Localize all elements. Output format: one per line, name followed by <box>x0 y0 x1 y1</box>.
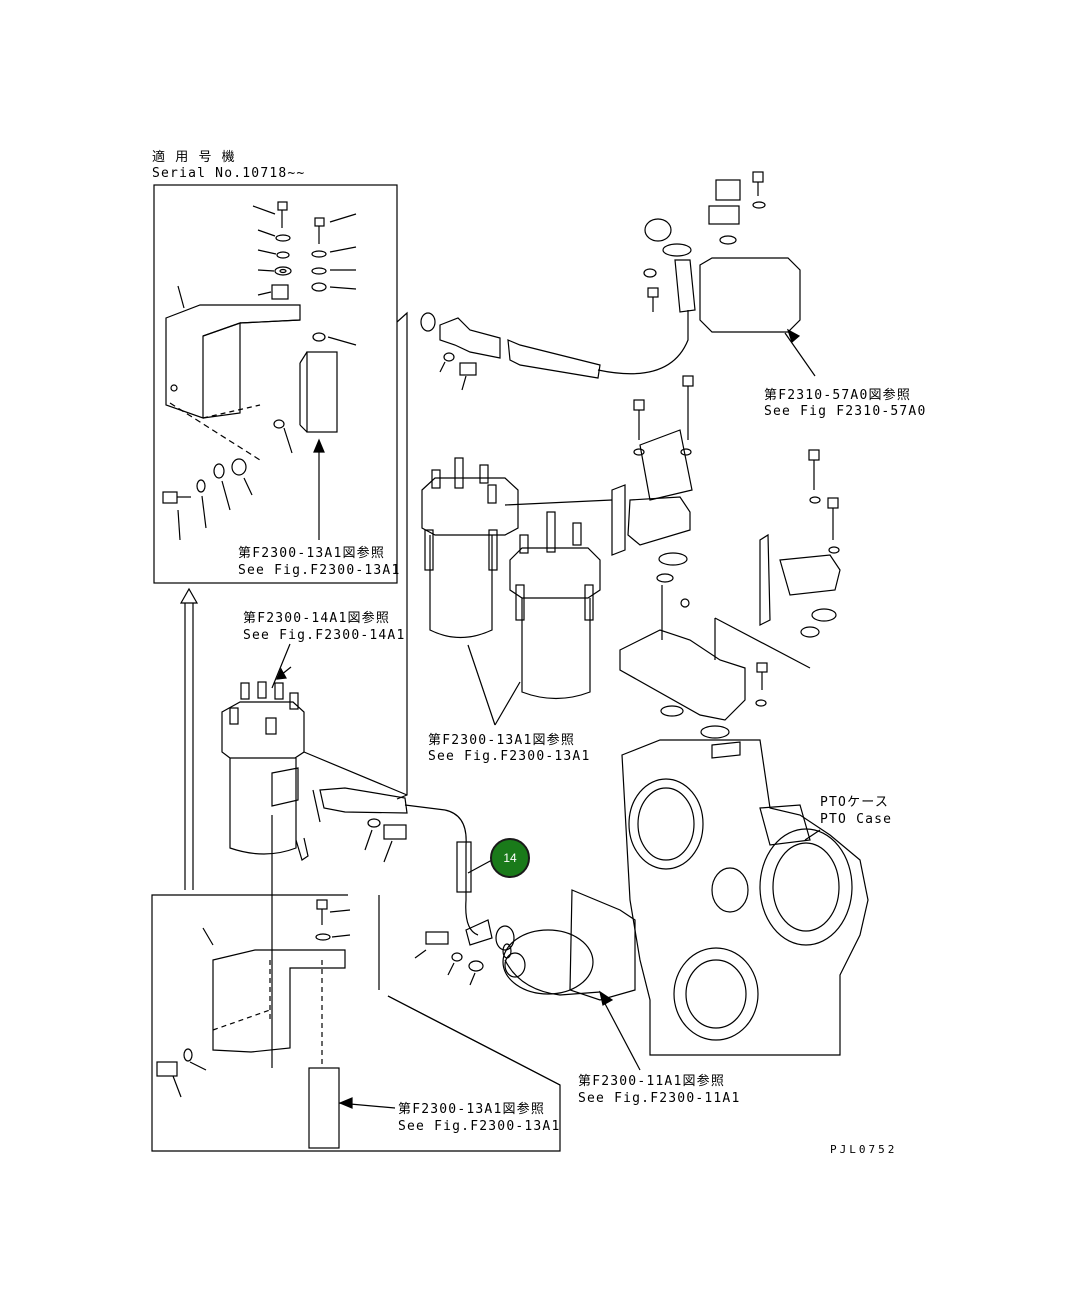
ref-f2310-57a0-en: See Fig F2310-57A0 <box>764 404 927 419</box>
ref-f2300-11a1-en: See Fig.F2300-11A1 <box>578 1091 741 1106</box>
ref-f2300-13a1-lower-jp: 第F2300-13A1図参照 <box>398 1102 546 1117</box>
inset-lower-bolts <box>162 458 253 541</box>
leader-f2300-14a1 <box>271 643 291 689</box>
ref-f2300-13a1-mid-en: See Fig.F2300-13A1 <box>428 749 591 764</box>
ref-f2300-13a1-lower-en: See Fig.F2300-13A1 <box>398 1119 561 1134</box>
inset-filter-block <box>299 351 338 540</box>
ref-f2300-11a1-jp: 第F2300-11A1図参照 <box>578 1074 726 1089</box>
right-brackets <box>619 375 841 759</box>
drawing-code: PJL0752 <box>830 1143 898 1156</box>
serial-jp-label: 適 用 号 機 <box>152 150 236 165</box>
inset-bolts <box>252 201 357 346</box>
leader-f2300-13a1-lower <box>387 995 561 1086</box>
serial-number-label: Serial No.10718~~ <box>152 166 306 181</box>
pump <box>502 889 641 1071</box>
part-callout-14[interactable]: 14 <box>490 838 530 878</box>
twin-filters <box>421 457 626 726</box>
mid-filter <box>221 666 408 861</box>
ref-f2300-13a1-inset-jp: 第F2300-13A1図参照 <box>238 546 386 561</box>
inset-cover <box>165 285 301 461</box>
ref-f2300-13a1-mid-jp: 第F2300-13A1図参照 <box>428 733 576 748</box>
ref-f2300-14a1-jp: 第F2300-14A1図参照 <box>243 611 391 626</box>
ref-f2300-13a1-inset-en: See Fig.F2300-13A1 <box>238 563 401 578</box>
leader-pto-case <box>804 829 821 841</box>
up-arrow <box>179 587 199 890</box>
upper-hose <box>420 312 601 391</box>
ref-f2300-14a1-en: See Fig.F2300-14A1 <box>243 628 406 643</box>
pto-case-jp: PTOケース <box>820 795 890 810</box>
pto-case <box>621 739 869 1056</box>
pump-fittings <box>414 919 515 986</box>
ref-f2310-57a0-jp: 第F2310-57A0図参照 <box>764 388 912 403</box>
valve-block <box>597 171 816 377</box>
mid-hose <box>312 787 493 936</box>
pto-case-en: PTO Case <box>820 812 893 827</box>
leader-line-1 <box>396 311 408 800</box>
upper-inset-box <box>153 184 398 584</box>
